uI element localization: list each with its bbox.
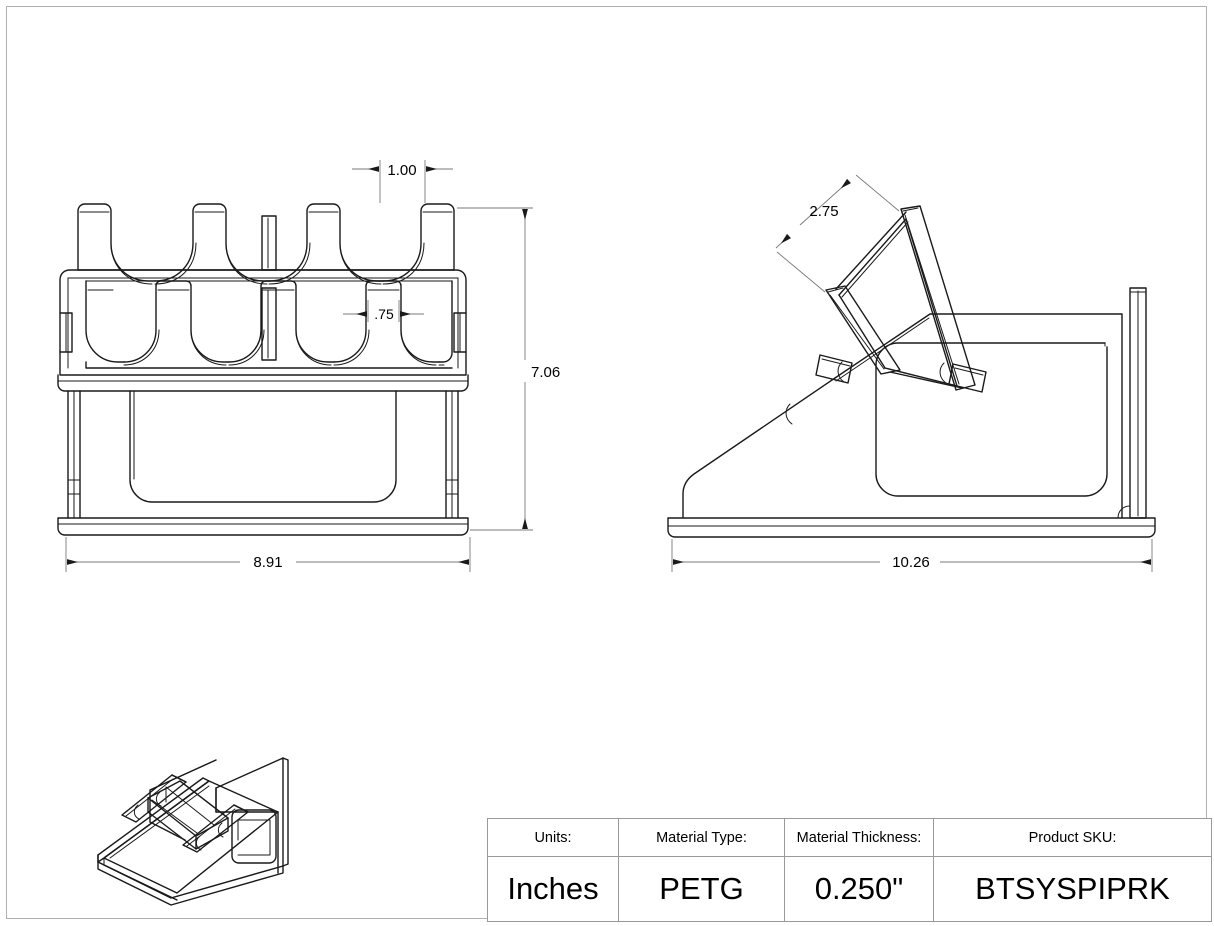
side-base-plate — [667, 517, 1156, 538]
isometric-view — [97, 757, 289, 906]
dimension-8-91-label: 8.91 — [253, 554, 282, 571]
dimension-0-75: .75 — [343, 300, 424, 322]
dimension-2-75: 2.75 — [775, 174, 900, 293]
dimension-7-06: 7.06 — [457, 207, 560, 531]
front-view: 1.00 .75 7.06 — [57, 160, 560, 572]
title-block-table: Units: Material Type: Material Thickness… — [487, 818, 1212, 922]
iso-left-panel — [97, 777, 210, 901]
value-material-type: PETG — [618, 856, 785, 922]
title-block-header-row: Units: Material Type: Material Thickness… — [487, 818, 1212, 857]
side-wedge-body — [682, 313, 1123, 519]
dimension-10-26: 10.26 — [671, 539, 1153, 572]
side-view: 2.75 10.26 — [667, 174, 1156, 572]
dimension-1-00: 1.00 — [352, 160, 453, 203]
dimension-10-26-label: 10.26 — [892, 554, 930, 571]
iso-holder-rails — [121, 774, 249, 853]
dimension-7-06-label: 7.06 — [531, 364, 560, 381]
title-block-value-row: Inches PETG 0.250" BTSYSPIPRK — [487, 856, 1212, 922]
value-material-thickness: 0.250" — [784, 856, 934, 922]
value-units: Inches — [487, 856, 619, 922]
front-lower-tier — [85, 280, 453, 369]
dimension-2-75-label: 2.75 — [809, 203, 838, 220]
dimension-0-75-label: .75 — [374, 306, 394, 322]
header-product-sku: Product SKU: — [933, 818, 1212, 857]
iso-ramp-deck — [103, 780, 279, 894]
front-base — [57, 390, 469, 536]
iso-rail-caps — [171, 774, 249, 813]
header-material-thickness: Material Thickness: — [784, 818, 934, 857]
dimension-8-91: 8.91 — [65, 537, 471, 572]
dimension-1-00-label: 1.00 — [387, 162, 416, 179]
side-inclined-rails — [785, 205, 976, 425]
header-units: Units: — [487, 818, 619, 857]
side-rail-feet — [815, 354, 987, 393]
value-product-sku: BTSYSPIPRK — [933, 856, 1212, 922]
side-window-cutout — [875, 342, 1108, 497]
front-center-divider — [261, 215, 277, 361]
header-material-type: Material Type: — [618, 818, 785, 857]
